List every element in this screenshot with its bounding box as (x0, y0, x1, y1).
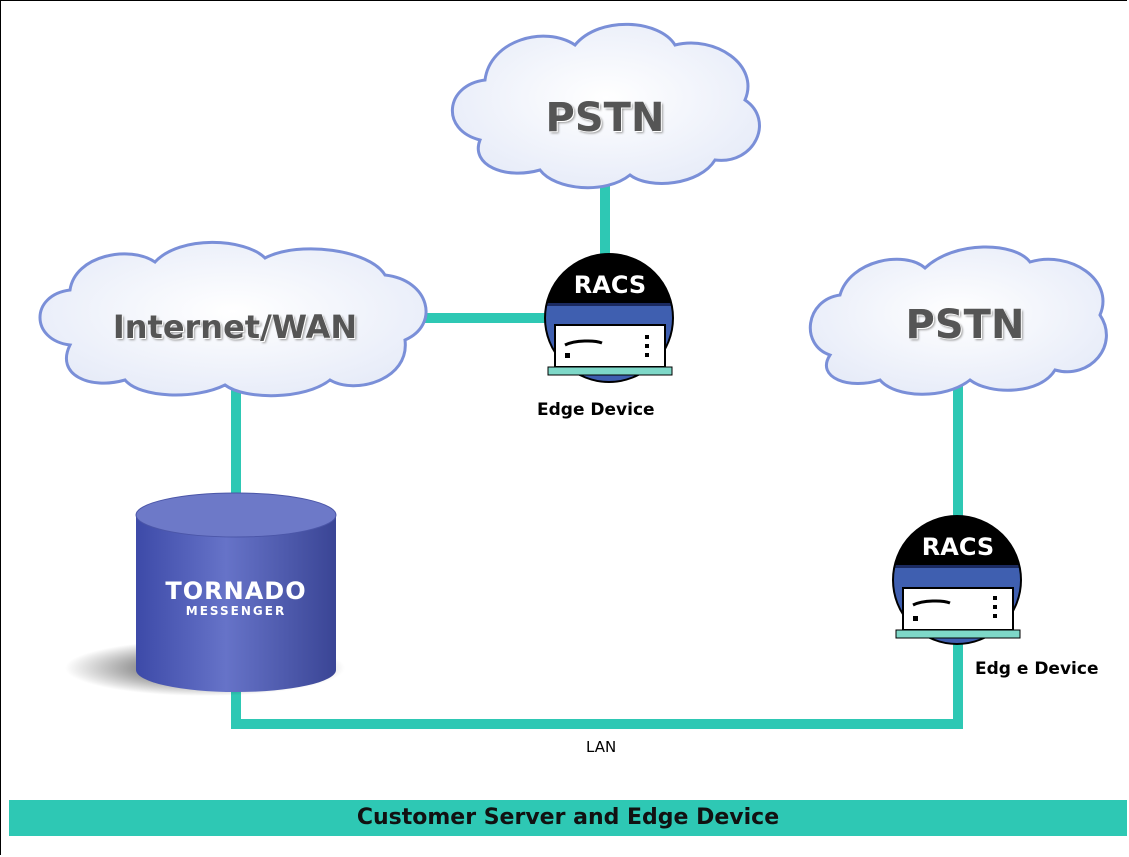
edge-device-caption-right: Edg e Device (975, 659, 1099, 679)
database-title-line2: MESSENGER (185, 604, 287, 618)
edge-device-caption-top: Edge Device (537, 400, 655, 420)
racs-device-top (544, 253, 674, 383)
database-tornado-messenger (65, 492, 345, 696)
caption-banner: Customer Server and Edge Device (9, 800, 1127, 836)
cloud-pstn-right (808, 245, 1108, 396)
racs-title-right: RACS (921, 533, 995, 561)
lan-label: LAN (586, 738, 617, 756)
link-lan (231, 640, 963, 729)
racs-device-right (892, 515, 1022, 645)
racs-title-top: RACS (573, 271, 647, 299)
database-title-line1: TORNADO (165, 577, 307, 605)
cloud-label-pstn-top: PSTN (545, 95, 665, 141)
link-lines (231, 180, 963, 729)
cloud-label-pstn-right: PSTN (905, 302, 1025, 348)
cloud-pstn-top (451, 22, 761, 190)
cloud-label-internet: Internet/WAN (112, 308, 358, 346)
caption-banner-text: Customer Server and Edge Device (356, 805, 780, 830)
cloud-internet (38, 240, 428, 398)
